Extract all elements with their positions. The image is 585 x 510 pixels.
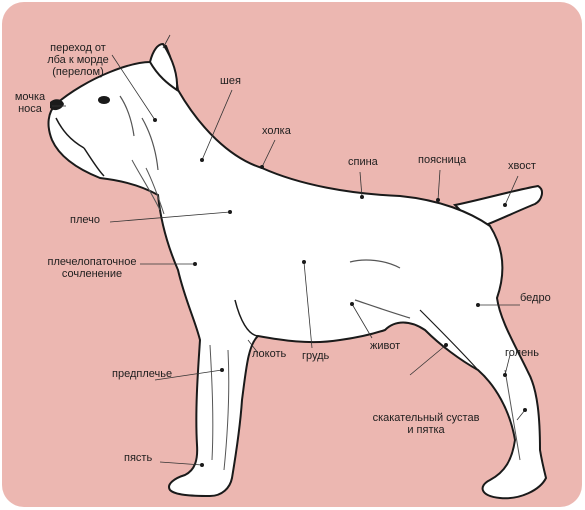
label-tail: хвост (508, 160, 536, 172)
label-shin: голень (505, 347, 539, 359)
label-thigh: бедро (520, 292, 551, 304)
label-pastern: пясть (124, 452, 152, 464)
label-shoulder-joint: плечелопаточное сочленение (40, 256, 144, 280)
label-hock: скакательный сустав и пятка (362, 412, 490, 436)
label-nose: мочка носа (10, 91, 50, 115)
label-loin: поясница (418, 154, 466, 166)
label-back: спина (348, 156, 378, 168)
label-neck: шея (220, 75, 241, 87)
label-shoulder: плечо (70, 214, 100, 226)
label-chest: грудь (302, 350, 329, 362)
label-belly: живот (370, 340, 400, 352)
label-forearm: предплечье (112, 368, 172, 380)
dog-eye (98, 96, 110, 104)
label-elbow: локоть (252, 348, 286, 360)
label-withers: холка (262, 125, 291, 137)
label-stop: переход от лба к морде (перелом) (28, 42, 128, 78)
